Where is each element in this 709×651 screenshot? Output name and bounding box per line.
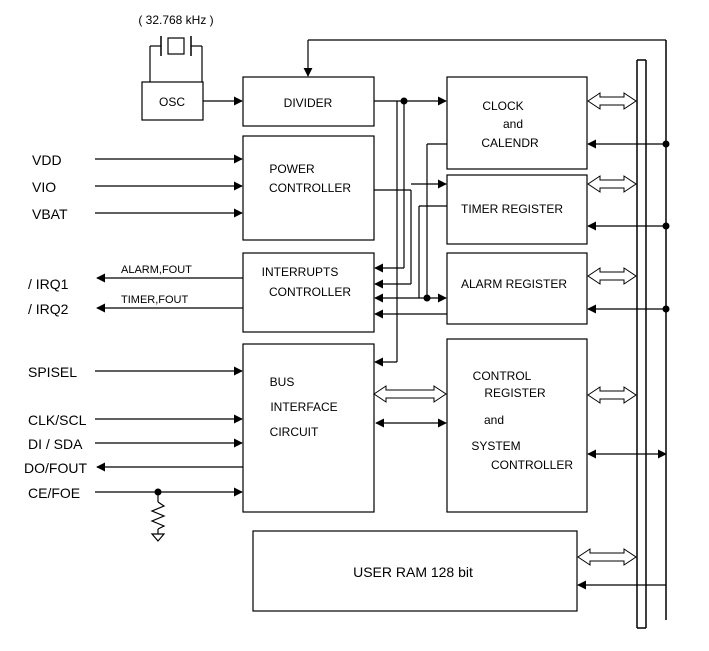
crystal-frequency-label: ( 32.768 kHz ) xyxy=(138,13,213,27)
interrupts-label-1: INTERRUPTS xyxy=(262,265,339,279)
alarm-interrupts-lines xyxy=(374,293,447,319)
timer-label: TIMER REGISTER xyxy=(461,202,563,216)
pin-clk-label: CLK/SCL xyxy=(28,412,87,428)
bus-data-arrows xyxy=(577,92,637,566)
alarm-register-block: ALARM REGISTER xyxy=(446,252,588,325)
timer-to-interrupts-line xyxy=(418,205,447,298)
bus-label-3: CIRCUIT xyxy=(270,425,319,439)
alarm-label: ALARM REGISTER xyxy=(461,277,567,291)
control-system-block: CONTROL REGISTER and SYSTEM CONTROLLER xyxy=(446,338,588,513)
bus-label-2: INTERFACE xyxy=(270,400,337,414)
divider-block: DIVIDER xyxy=(242,76,375,127)
control-label-3: and xyxy=(484,413,504,427)
interrupts-label-2: CONTROLLER xyxy=(269,285,351,299)
pin-irq1-label: / IRQ1 xyxy=(28,276,69,292)
internal-bus xyxy=(636,40,667,629)
clock-label-2: and xyxy=(503,117,523,131)
control-label-4: SYSTEM xyxy=(471,439,520,453)
pin-vbat: VBAT xyxy=(32,206,243,222)
pin-irq2: / IRQ2 TIMER,FOUT xyxy=(28,294,243,317)
interrupts-controller-block: INTERRUPTS CONTROLLER xyxy=(242,252,375,333)
osc-label: OSC xyxy=(159,95,185,109)
pin-spisel: SPISEL xyxy=(28,364,243,380)
divider-label: DIVIDER xyxy=(284,96,333,110)
pin-vio-label: VIO xyxy=(32,179,56,195)
pulldown-resistor-icon xyxy=(150,492,166,542)
control-label-5: CONTROLLER xyxy=(491,458,573,472)
user-ram-block: USER RAM 128 bit xyxy=(252,530,578,612)
pin-ce-foe: CE/FOE xyxy=(28,485,243,501)
pin-irq2-label: / IRQ2 xyxy=(28,301,69,317)
pin-vdd: VDD xyxy=(32,152,243,168)
user-ram-label: USER RAM 128 bit xyxy=(353,564,473,580)
power-label-2: CONTROLLER xyxy=(269,181,351,195)
pin-spisel-label: SPISEL xyxy=(28,364,77,380)
pin-vio: VIO xyxy=(32,179,243,195)
clock-label-3: CALENDR xyxy=(481,136,539,150)
divider-distribution xyxy=(374,96,447,367)
power-label-1: POWER xyxy=(269,162,315,176)
timer-register-block: TIMER REGISTER xyxy=(446,174,588,245)
pin-di-sda: DI / SDA xyxy=(28,436,243,452)
bus-control-arrows xyxy=(577,139,670,590)
bus-label-1: BUS xyxy=(270,375,295,389)
pin-irq1: / IRQ1 ALARM,FOUT xyxy=(28,264,243,292)
clock-calendar-block: CLOCK and CALENDR xyxy=(446,76,588,170)
pin-di-label: DI / SDA xyxy=(28,436,83,452)
crystal-symbol: ( 32.768 kHz ) xyxy=(138,13,214,82)
pin-ce-label: CE/FOE xyxy=(28,485,80,501)
osc-block: OSC xyxy=(141,81,204,121)
bus-interface-block: BUS INTERFACE CIRCUIT xyxy=(242,343,375,513)
power-controller-block: POWER CONTROLLER xyxy=(242,135,375,241)
alarm-fout-label: ALARM,FOUT xyxy=(121,264,192,276)
pin-do-label: DO/FOUT xyxy=(24,460,87,476)
power-output-line xyxy=(374,179,447,289)
clock-label-1: CLOCK xyxy=(482,99,523,113)
bus-to-divider-line xyxy=(303,39,666,77)
control-label-1: CONTROL xyxy=(473,369,532,383)
pin-vdd-label: VDD xyxy=(32,152,62,168)
timer-fout-label: TIMER,FOUT xyxy=(121,294,188,306)
pin-do-fout: DO/FOUT xyxy=(24,460,243,476)
clock-to-interrupts-line xyxy=(426,143,447,298)
pin-clk-scl: CLK/SCL xyxy=(28,412,243,428)
control-label-2: REGISTER xyxy=(484,386,546,400)
pin-vbat-label: VBAT xyxy=(32,206,68,222)
bus-to-control-links xyxy=(373,385,447,428)
